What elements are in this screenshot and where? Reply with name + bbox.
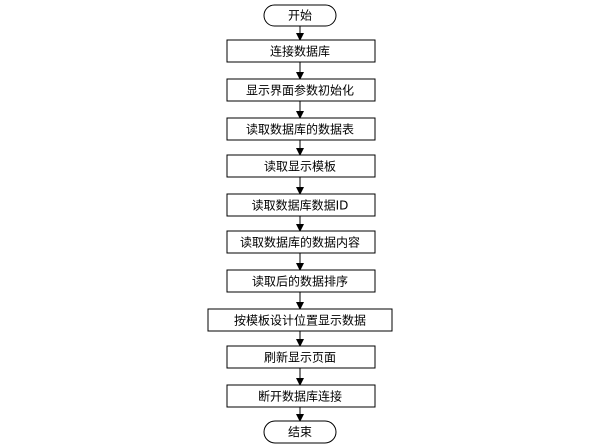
step-label: 读取显示模板 — [264, 160, 336, 174]
process-step-8: 按模板设计位置显示数据 — [207, 308, 393, 332]
start-node: 开始 — [263, 4, 337, 27]
process-step-5: 读取数据库数据ID — [226, 193, 376, 217]
process-step-6: 读取数据库的数据内容 — [226, 230, 376, 254]
end-node: 结束 — [263, 420, 337, 444]
step-label: 断开数据库连接 — [258, 389, 342, 404]
step-label: 读取数据库的数据内容 — [240, 235, 360, 250]
step-label: 读取后的数据排序 — [252, 274, 348, 289]
process-step-10: 断开数据库连接 — [226, 384, 376, 408]
process-step-3: 读取数据库的数据表 — [226, 117, 376, 141]
step-label: 按模板设计位置显示数据 — [234, 313, 366, 328]
step-label: 读取数据库的数据表 — [246, 122, 354, 137]
process-step-7: 读取后的数据排序 — [226, 269, 376, 293]
process-step-9: 刷新显示页面 — [226, 345, 376, 369]
step-label: 读取数据库数据ID — [252, 198, 349, 213]
process-step-4: 读取显示模板 — [226, 154, 376, 178]
step-label: 刷新显示页面 — [264, 350, 336, 365]
step-label: 显示界面参数初始化 — [246, 83, 354, 98]
process-step-2: 显示界面参数初始化 — [226, 78, 376, 102]
end-label: 结束 — [288, 425, 312, 439]
step-label: 连接数据库 — [270, 44, 330, 59]
start-label: 开始 — [288, 9, 312, 23]
process-step-1: 连接数据库 — [226, 39, 376, 63]
